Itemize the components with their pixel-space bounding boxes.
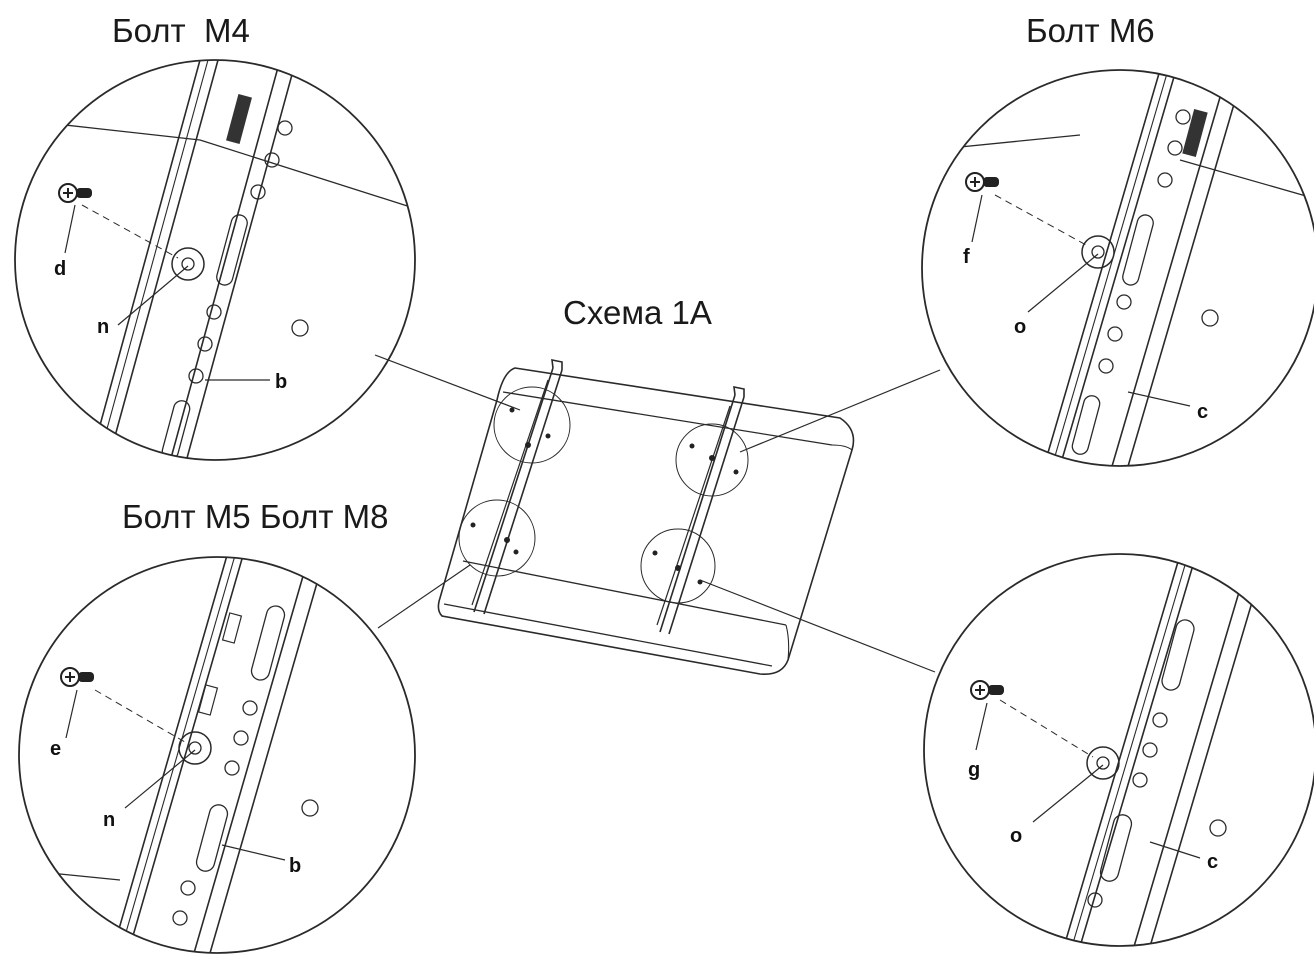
bolt-m5-m8-title: Болт М5 Болт М8	[122, 498, 389, 535]
label-washer-n-bottom: n	[103, 809, 115, 831]
label-screw-d: d	[54, 258, 66, 280]
screw-icon	[965, 172, 999, 243]
label-bracket-c-top: c	[1197, 401, 1208, 423]
mount-point-bottom-right	[640, 528, 716, 604]
tv-panel-drawing	[437, 358, 855, 676]
leader-line-top-left	[374, 354, 521, 411]
bolt-m6-title: Болт М6	[1026, 12, 1155, 49]
detail-circle-bottom-right: g o c	[923, 553, 1314, 947]
bolt-m4-title: Болт М4	[112, 12, 250, 49]
detail-circle-m5-m8: e n b	[18, 556, 416, 954]
screw-icon	[60, 667, 94, 739]
leader-line-top-right	[739, 369, 941, 453]
label-bracket-c-bottom: c	[1207, 851, 1218, 873]
scheme-title: Схема 1А	[563, 294, 712, 331]
mount-point-bottom-left	[458, 499, 536, 577]
left-bracket	[471, 358, 563, 615]
label-washer-o-top: o	[1014, 316, 1026, 338]
screw-icon	[970, 680, 1004, 751]
label-bracket-b-top: b	[275, 371, 287, 393]
leader-line-bottom-left	[377, 564, 471, 629]
label-washer-n-top: n	[97, 316, 109, 338]
leader-lines	[374, 354, 941, 673]
label-screw-e: e	[50, 738, 61, 760]
mount-point-top-left	[493, 386, 571, 464]
label-washer-o-bottom: o	[1010, 825, 1022, 847]
label-bracket-b-bottom: b	[289, 855, 301, 877]
label-screw-g: g	[968, 759, 980, 781]
label-screw-f: f	[963, 246, 970, 268]
mount-point-top-right	[675, 423, 749, 497]
leader-line-bottom-right	[699, 579, 936, 673]
detail-circle-m4: d n b	[14, 59, 416, 461]
detail-circle-m6: f o c	[921, 69, 1314, 467]
screw-icon	[58, 183, 92, 254]
right-bracket	[656, 385, 745, 635]
